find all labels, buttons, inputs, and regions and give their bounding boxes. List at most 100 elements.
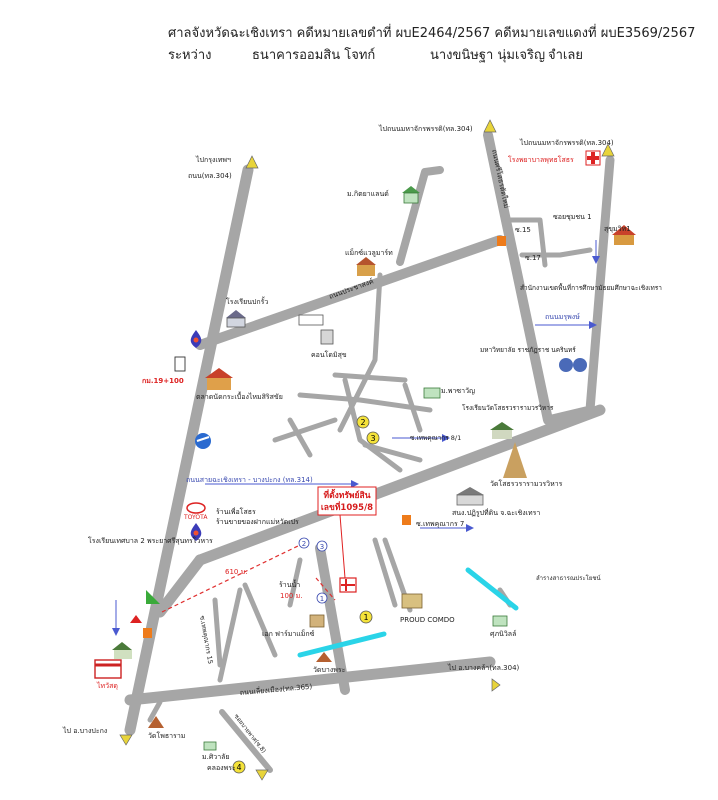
label-to-motor-right: ไปถนนมหาจักรพรรดิ(ทล.304) [519, 138, 614, 147]
school-sothon-icon [490, 422, 514, 439]
label-to-bangpakong: ไป อ.บางปะกง [62, 726, 107, 735]
road-sri-sothon [483, 130, 553, 425]
label-land-office: สนง.ปฏิรูปที่ดิน จ.ฉะเชิงเทรา [452, 508, 540, 517]
seven-eleven-icon [143, 236, 506, 638]
road-end-markers [119, 119, 615, 781]
land-office-icon [456, 487, 484, 506]
numbered-markers: 2 3 1 4 [232, 415, 380, 774]
toyota-icon [186, 502, 206, 514]
m-siri-icon [203, 741, 217, 751]
route-step-2: 2 [302, 540, 306, 548]
label-drain: ลำรางสาธารณประโยชน์ [536, 574, 601, 582]
road-bypass-365 [124, 656, 496, 706]
label-shoplane: สุขุมวิท1 [604, 225, 631, 233]
condo-building-icon [298, 314, 334, 345]
label-makro: แม็กซ์แวลูมาร์ท [345, 248, 393, 257]
label-km: กม.19+100 [142, 377, 184, 385]
road-direction-arrows [112, 240, 600, 636]
road-to-bangkok [124, 164, 254, 736]
waterways [297, 567, 519, 658]
label-khlong: คลองพระ [207, 764, 236, 772]
road-network [124, 130, 615, 773]
defendant-role-label: จำเลย [548, 48, 583, 63]
label-hospital: โรงพยาบาลพุทธโสธร [508, 155, 574, 164]
label-soi-theparak81: ซ.เทพคุณากร 8/1 [410, 434, 461, 442]
target-callout-line1: ที่ตั้งทรัพย์สิน [323, 488, 370, 501]
thaiwatsadu-icon [94, 659, 122, 679]
label-soi15: ซ.15 [515, 226, 531, 234]
header-parties-line: ระหว่าง ธนาคารออมสิน โจทก์ นางขนิษฐา นุ่… [168, 44, 688, 63]
header-case-line: ศาลจังหวัดฉะเชิงเทรา คดีหมายเลขดำที่ ผบE… [168, 26, 696, 41]
label-dist-100: 100 ม. [280, 592, 302, 600]
target-callout-line2: เลขที่1095/8 [321, 500, 373, 513]
label-school-chuen: โรงเรียนปกรั้ว [226, 295, 268, 306]
distance-route-610m [161, 544, 301, 613]
market-icon [205, 368, 233, 390]
between-label: ระหว่าง [168, 48, 212, 63]
label-soi-theparak7: ซ.เทพคุณากร 7 [416, 520, 464, 528]
label-wat-phothi: วัดโพธาราม [148, 731, 185, 740]
label-soi15b: ซ.เทพคุณากร 15 [198, 615, 214, 665]
label-shop1: ร้านเพื่อโสธร [216, 507, 256, 516]
target-property-icon [339, 577, 357, 593]
label-road-main: ถนนสายฉะเชิงเทรา - บางปะกง (ทล.314) [186, 476, 313, 484]
label-m-siri: ม.ศิวาลัย [202, 753, 230, 761]
route-step-3: 3 [320, 543, 324, 551]
road-main-314-sw [154, 554, 206, 618]
plaintiff-label: ธนาคารออมสิน โจทก์ [252, 48, 376, 63]
route-step-1: 1 [320, 595, 324, 603]
village-icon [423, 387, 441, 399]
marker-2: 2 [360, 418, 365, 427]
road-branch-kitiya [396, 166, 444, 266]
label-thaiwatsadu: ไทวัสดุ [96, 681, 118, 690]
hospital-icon [585, 150, 601, 166]
target-callout-box [317, 486, 377, 516]
label-soi17: ซ.17 [525, 254, 541, 262]
pharmacy-icon [309, 614, 325, 628]
defendant-label: นางขนิษฐา นุ่มเจริญ [430, 48, 546, 63]
label-toyota: TOYOTA [183, 514, 208, 521]
label-m-phawachan: ม.พาซาวัญ [441, 387, 475, 395]
wat-bang-icon [316, 652, 332, 662]
km-marker-icon [174, 356, 186, 372]
school-left-icon [112, 615, 142, 659]
marker-1: 1 [363, 613, 368, 622]
gas-station-icon [190, 330, 202, 541]
label-wat-sothon: วัดโสธรวรารามวรวิหาร [490, 479, 563, 488]
label-university: มหาวิทยาลัย ราชภัฏราช นครินทร์ [480, 346, 576, 354]
label-road-304-a: ถนน(ทล.304) [188, 172, 232, 180]
label-school-left-1: โรงเรียนเทศบาล 2 พระยาศรีสุนทรโวหาร [88, 536, 213, 545]
label-school-sothon: โรงเรียนวัดโสธรวรารามวรวิหาร [462, 404, 554, 412]
temple-icon [612, 225, 636, 245]
road-prachasongkhro [195, 235, 505, 350]
road-property [315, 543, 350, 695]
label-to-motor-top: ไปถนนมหาจักรพรรดิ(ทล.304) [378, 124, 473, 133]
university-icon [559, 358, 587, 372]
store-icon [356, 257, 376, 276]
route-step-markers: 2 3 1 [298, 537, 328, 604]
green-logo-icon [146, 590, 160, 604]
label-proud-condo: PROUD COMDO [400, 616, 455, 624]
label-to-bangkla: ไป อ.บางคล้า(ทล.304) [447, 663, 520, 672]
label-road-marut: ถนนมรุพงษ์ [545, 313, 580, 321]
wat-phothi-icon [148, 716, 164, 728]
label-kitiya: ม.กิตยาแลนด์ [347, 190, 389, 198]
house-icon [402, 186, 420, 204]
label-pharmacy: เอก ฟาร์มาแม็กซ์ [262, 629, 315, 638]
label-dist-610: 610 ม. [225, 568, 247, 576]
bank-logo-icon [195, 433, 211, 449]
marker-3: 3 [370, 434, 375, 443]
label-to-bangkok: ไปกรุงเทพฯ [195, 155, 231, 164]
pagoda-icon [503, 442, 527, 478]
label-pracha-soi: ซอยชุมชน 1 [553, 213, 592, 221]
label-market: ตลาดนัดกระเบื้องไหมสิริสขัย [196, 390, 283, 401]
label-wat-bang: วัดบางพระ [313, 666, 346, 674]
label-shop2: ร้านขายของฝากแม่หวัดเปร [216, 518, 299, 526]
school-icon [226, 310, 246, 328]
marker-4: 4 [236, 763, 241, 772]
sukjai-icon [492, 615, 508, 627]
proud-condo-icon [401, 593, 423, 609]
label-condo: คอนโดมิสุข [311, 350, 347, 359]
label-eng-office: สำนักงานเขตพื้นที่การศึกษามัธยมศึกษาฉะเช… [520, 283, 662, 292]
